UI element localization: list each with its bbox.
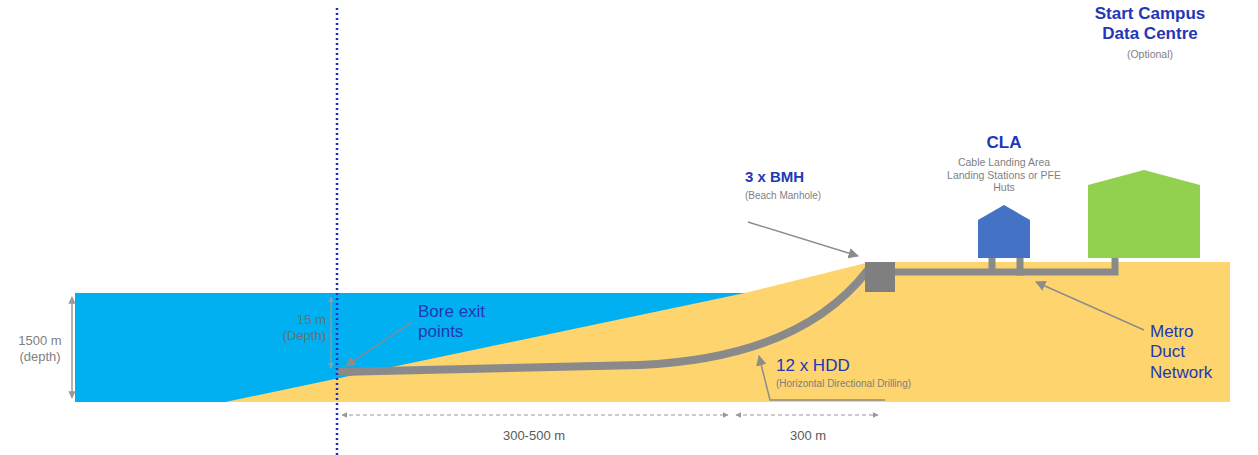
node-heading: Start Campus Data Centre — [1080, 4, 1220, 45]
node-subtitle: (Optional) — [1080, 48, 1220, 61]
data-centre-node: Start Campus Data Centre (Optional) — [1075, 4, 1225, 258]
seabed-and-beach — [225, 262, 1230, 402]
callout-subtitle: (Beach Manhole) — [745, 190, 865, 202]
dimension-line — [736, 414, 878, 415]
callout-label: 3 x BMH — [745, 168, 865, 186]
house-outline — [978, 205, 1030, 258]
node-heading: CLA — [942, 133, 1066, 153]
callout-label: Bore exit points — [418, 302, 528, 343]
callout-label: 12 x HDD — [776, 356, 926, 376]
depth-arrow — [71, 297, 73, 398]
beach-manhole — [865, 262, 895, 292]
duct-connector — [1020, 256, 1115, 272]
dimension-line — [342, 414, 728, 415]
leader-line — [1036, 282, 1144, 330]
cable-landing-area-node: CLA Cable Landing Area Landing Stations o… — [924, 133, 1084, 258]
callout-subtitle: (Horizontal Directional Drilling) — [776, 378, 956, 390]
depth-dimension: 15 m (Depth) — [272, 312, 326, 343]
callout-label: Metro Duct Network — [1150, 322, 1230, 383]
duct-line — [893, 269, 1024, 276]
depth-arrow-small — [330, 297, 331, 368]
boundary-dotted-line — [336, 8, 339, 455]
dimension-label: 300 m — [768, 428, 848, 444]
node-subtitle: Cable Landing Area Landing Stations or P… — [942, 156, 1066, 194]
house-outline — [1088, 170, 1200, 258]
leader-line — [748, 222, 858, 256]
house-shape — [1088, 170, 1200, 258]
dimension-label: 300-500 m — [474, 428, 594, 444]
leader-line — [346, 322, 412, 366]
duct-riser — [989, 256, 996, 272]
depth-dimension: 1500 m (depth) — [12, 333, 68, 364]
house-shape — [978, 205, 1030, 258]
